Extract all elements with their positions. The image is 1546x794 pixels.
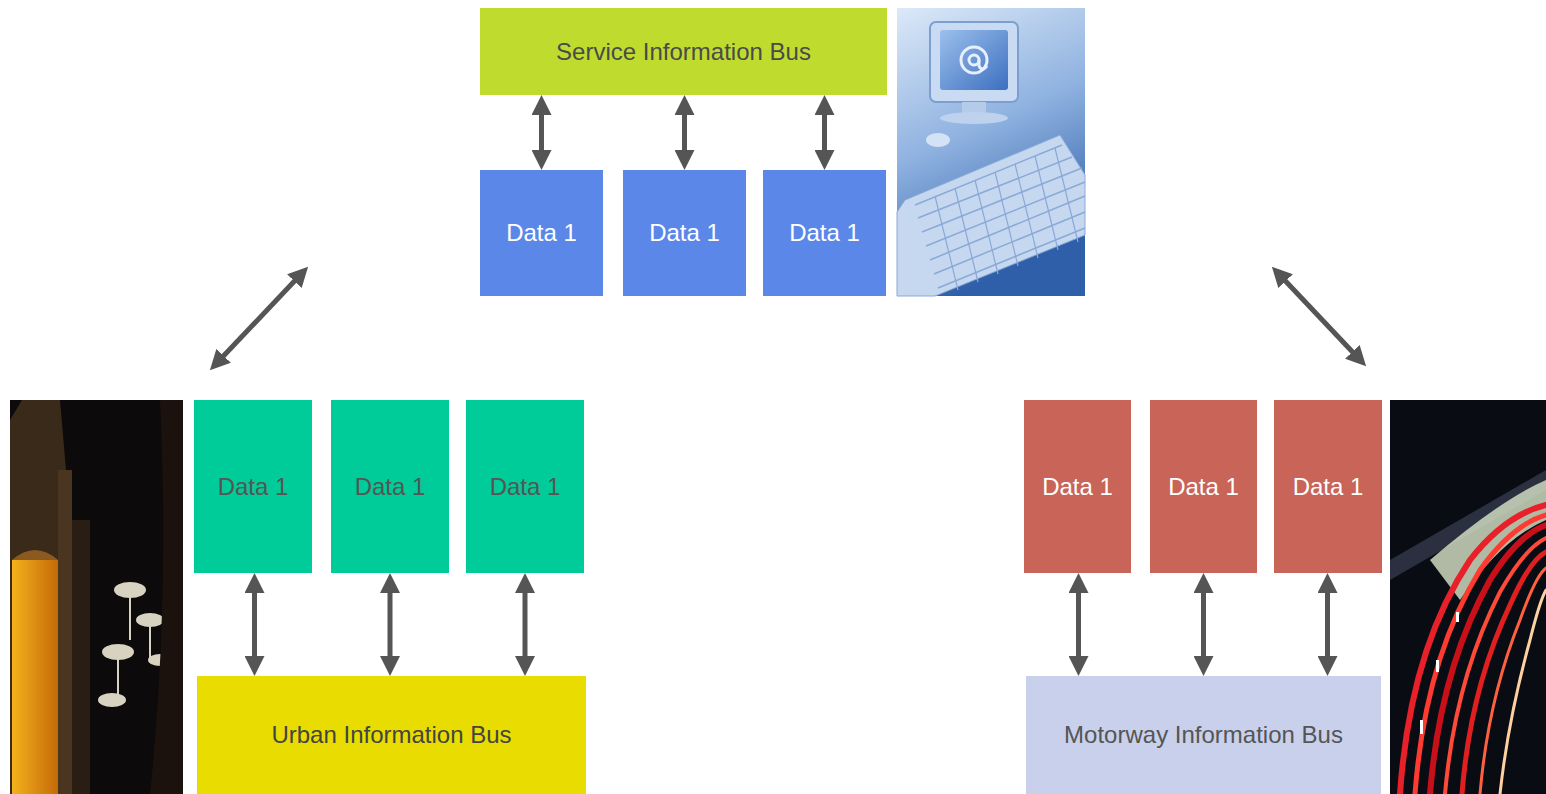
text-group: Data 1 [218,472,289,502]
bus-connector [1327,579,1328,670]
bus-connector [824,101,825,164]
node-label: Service Information Bus [556,37,811,67]
data-box: Data 1 [1150,400,1257,573]
text-group: Urban Information Bus [271,720,511,750]
data-box: Data 1 [480,170,603,296]
data-box: Data 1 [763,170,886,296]
connector-line [822,101,827,164]
node-label: Data 1 [490,472,561,502]
bus-connector [1078,579,1079,670]
text-group: Data 1 [1042,472,1113,502]
bus-connector [254,579,255,670]
data-box: Data 1 [331,400,449,573]
connector-line [1076,579,1081,670]
text-group: Data 1 [1168,472,1239,502]
node-label: Data 1 [649,218,720,248]
data-box: Data 1 [1274,400,1382,573]
node-label: Data 1 [1168,472,1239,502]
motorway-picture [1390,400,1546,794]
connector-line [539,101,544,164]
node-label: Data 1 [218,472,289,502]
text-group: Data 1 [506,218,577,248]
data-box: Data 1 [194,400,312,573]
node-label: Data 1 [1293,472,1364,502]
bus-box: Urban Information Bus [197,676,586,794]
node-label: Urban Information Bus [271,720,511,750]
group-arrow [1276,271,1362,362]
text-group: Service Information Bus [556,37,811,67]
city-night-picture [10,400,183,794]
text-group: Data 1 [1293,472,1364,502]
connector-line [682,101,687,164]
text-group: Data 1 [355,472,426,502]
connector-line [1201,579,1206,670]
node-label: Data 1 [789,218,860,248]
data-box: Data 1 [466,400,584,573]
node-label: Motorway Information Bus [1064,720,1343,750]
connector-line [523,579,528,670]
node-label: Data 1 [355,472,426,502]
group-arrow [214,271,304,366]
bus-connector [684,101,685,164]
bus-connector [541,101,542,164]
computer-picture [897,8,1085,296]
data-box: Data 1 [623,170,746,296]
text-group: Data 1 [649,218,720,248]
data-box: Data 1 [1024,400,1131,573]
node-label: Data 1 [506,218,577,248]
bus-connector [525,579,526,670]
bus-connector [1203,579,1204,670]
connector-line [388,579,393,670]
bus-connector [390,579,391,670]
node-label: Data 1 [1042,472,1113,502]
bus-box: Service Information Bus [480,8,887,95]
text-group: Motorway Information Bus [1064,720,1343,750]
connector-line [1325,579,1330,670]
text-group: Data 1 [789,218,860,248]
bus-box: Motorway Information Bus [1026,676,1381,794]
text-group: Data 1 [490,472,561,502]
connector-line [252,579,257,670]
